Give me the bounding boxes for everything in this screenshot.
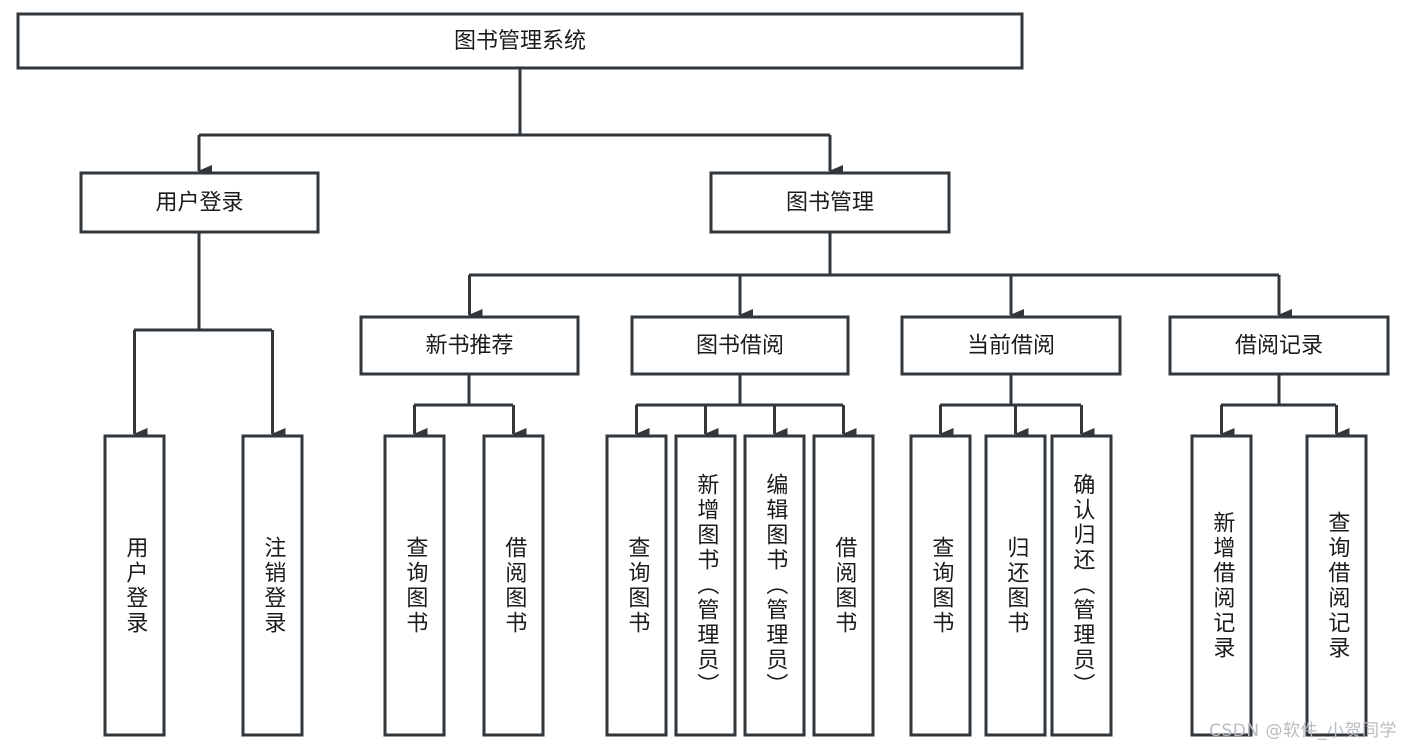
node-box-leaf-6[interactable] xyxy=(743,434,806,737)
node-box-leaf-10[interactable] xyxy=(1050,434,1113,737)
node-label-level3-1: 图书借阅 xyxy=(696,334,784,359)
node-box-level3-1[interactable] xyxy=(630,315,850,376)
node-box-level2-0[interactable] xyxy=(79,171,320,234)
connectors-layer xyxy=(133,68,1350,440)
node-box-leaf-4[interactable] xyxy=(605,434,668,737)
node-box-leaf-3[interactable] xyxy=(482,434,545,737)
node-box-level3-3[interactable] xyxy=(1168,315,1390,376)
node-box-leaf-0[interactable] xyxy=(103,434,166,737)
node-box-root[interactable] xyxy=(16,12,1024,70)
node-box-leaf-12[interactable] xyxy=(1305,434,1368,737)
node-boxes-layer xyxy=(16,12,1390,737)
node-label-level3-3: 借阅记录 xyxy=(1235,334,1323,359)
node-box-leaf-1[interactable] xyxy=(241,434,304,737)
node-box-level3-0[interactable] xyxy=(359,315,580,376)
node-box-leaf-2[interactable] xyxy=(383,434,446,737)
node-box-leaf-8[interactable] xyxy=(909,434,972,737)
node-label-level2-1: 图书管理 xyxy=(786,191,874,216)
node-box-level2-1[interactable] xyxy=(709,171,951,234)
node-label-level3-2: 当前借阅 xyxy=(967,334,1055,359)
csdn-watermark: CSDN @软件_小贺同学 xyxy=(1209,721,1397,741)
node-box-level3-2[interactable] xyxy=(900,315,1122,376)
node-label-level3-0: 新书推荐 xyxy=(425,334,513,359)
node-box-leaf-5[interactable] xyxy=(674,434,737,737)
node-box-leaf-9[interactable] xyxy=(984,434,1047,737)
node-label-level2-0: 用户登录 xyxy=(155,191,243,216)
node-label-root: 图书管理系统 xyxy=(454,29,586,54)
node-box-leaf-11[interactable] xyxy=(1190,434,1253,737)
node-box-leaf-7[interactable] xyxy=(812,434,875,737)
